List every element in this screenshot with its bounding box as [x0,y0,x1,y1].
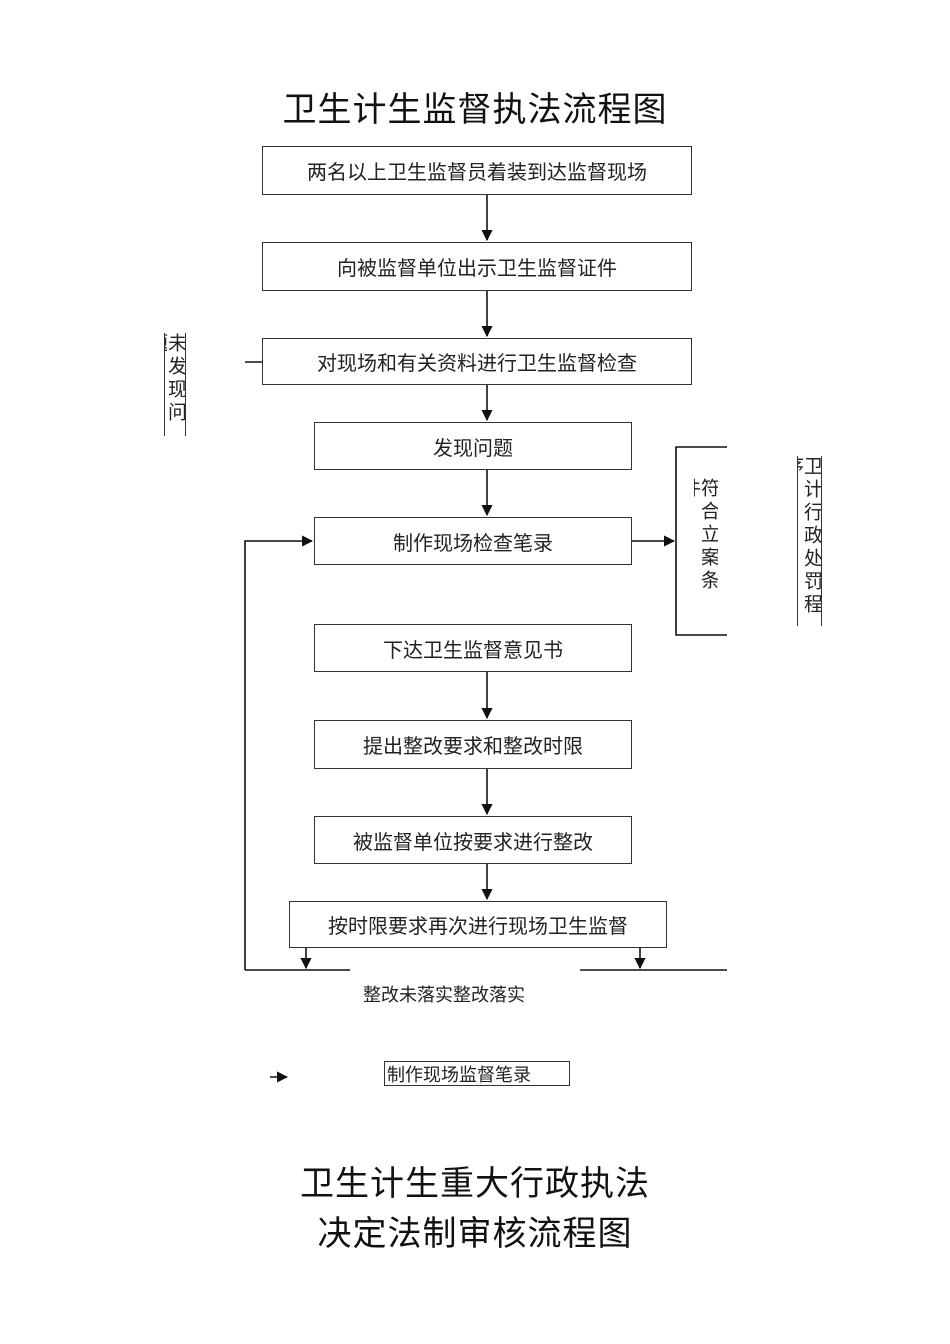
step-unit-rectifies: 被监督单位按要求进行整改 [314,816,632,864]
step-rectification-requirements: 提出整改要求和整改时限 [314,720,632,769]
condition-bracket [675,446,727,636]
second-title-line1: 卫生计生重大行政执法 [300,1164,650,1204]
step-show-credentials: 向被监督单位出示卫生监督证件 [262,242,692,291]
second-title-line2: 决定法制审核流程图 [317,1214,633,1254]
step-reinspect: 按时限要求再次进行现场卫生监督 [289,901,667,948]
bottom-labels: 整改未落实整改落实 [363,985,525,1006]
step-arrive-site: 两名以上卫生监督员着装到达监督现场 [262,146,692,195]
bottom-record-box: 制作现场监督笔录 [384,1061,570,1086]
step-issue-opinion: 下达卫生监督意见书 [314,624,632,672]
side-label-penalty-procedure: 卫计行政处罚程序 [797,456,822,626]
step-make-record: 制作现场检查笔录 [314,517,632,565]
loop-back-line [244,535,314,970]
step-inspect-site: 对现场和有关资料进行卫生监督检查 [262,338,692,385]
step-find-problem: 发现问题 [314,422,632,470]
side-label-filing-condition: 符合立案条件 [694,478,718,593]
page-title: 卫生计生监督执法流程图 [282,90,668,130]
side-label-no-problem: 未发现问题 [164,333,186,436]
